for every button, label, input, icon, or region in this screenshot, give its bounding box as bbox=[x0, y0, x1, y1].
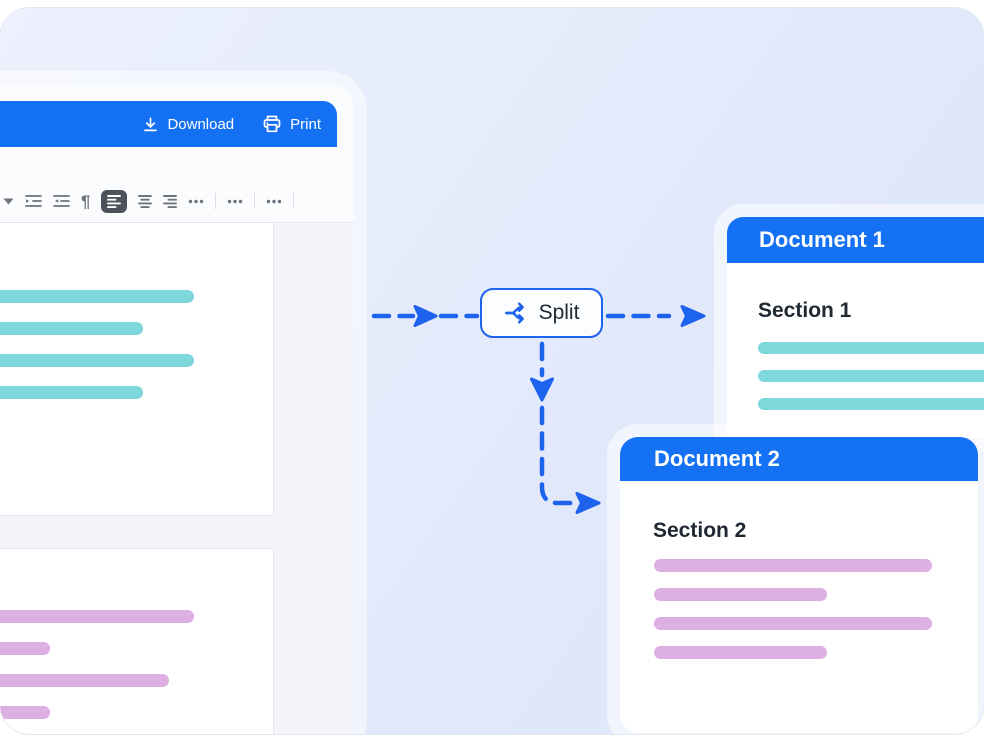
arrowhead-left bbox=[413, 305, 438, 327]
document-2-text-lines bbox=[654, 559, 932, 659]
text-line-bar bbox=[758, 370, 984, 382]
document-2-section-label: Section 2 bbox=[653, 519, 747, 542]
download-label: Download bbox=[167, 115, 235, 133]
download-icon bbox=[142, 116, 159, 133]
text-line-bar bbox=[0, 706, 50, 719]
print-label: Print bbox=[290, 115, 321, 133]
page-2-text-lines bbox=[0, 610, 194, 719]
caret-down-icon[interactable] bbox=[3, 189, 14, 213]
document-1-section-label: Section 1 bbox=[758, 299, 852, 322]
more-options-icon[interactable] bbox=[266, 189, 282, 213]
align-right-icon[interactable] bbox=[163, 189, 178, 213]
text-line-bar bbox=[758, 398, 984, 410]
print-icon bbox=[262, 115, 282, 133]
text-line-bar bbox=[0, 322, 143, 335]
more-options-icon[interactable] bbox=[227, 189, 243, 213]
background-panel: Download Print bbox=[0, 8, 984, 734]
align-center-icon[interactable] bbox=[138, 189, 153, 213]
text-line-bar bbox=[0, 354, 194, 367]
split-icon bbox=[504, 301, 529, 325]
split-button[interactable]: Split bbox=[480, 288, 603, 338]
arrowhead-down bbox=[530, 377, 554, 402]
pilcrow-icon[interactable]: ¶ bbox=[81, 191, 91, 211]
document-2-card: Document 2 Section 2 bbox=[620, 437, 978, 733]
toolbar-divider bbox=[293, 193, 295, 209]
indent-decrease-icon[interactable] bbox=[53, 189, 70, 213]
split-label: Split bbox=[538, 301, 580, 324]
document-1-title: Document 1 bbox=[759, 227, 885, 252]
editor-content-area bbox=[0, 222, 354, 734]
text-line-bar bbox=[0, 610, 194, 623]
text-line-bar bbox=[654, 617, 932, 630]
flow-arrows bbox=[371, 305, 706, 514]
text-line-bar bbox=[654, 559, 932, 572]
document-1-card: Document 1 Section 1 bbox=[727, 217, 984, 438]
toolbar-divider bbox=[254, 193, 256, 209]
editor-header: Download Print bbox=[0, 101, 337, 147]
source-page-1 bbox=[0, 222, 274, 516]
arrowhead-right bbox=[680, 305, 706, 327]
align-left-icon[interactable] bbox=[101, 189, 128, 213]
print-button[interactable]: Print bbox=[262, 115, 321, 133]
page-1-text-lines bbox=[0, 290, 194, 399]
document-2-title: Document 2 bbox=[654, 446, 780, 471]
indent-increase-icon[interactable] bbox=[25, 189, 42, 213]
text-line-bar bbox=[654, 588, 827, 601]
download-button[interactable]: Download bbox=[142, 116, 234, 133]
text-line-bar bbox=[758, 342, 984, 354]
editor-window: Download Print bbox=[0, 84, 354, 734]
more-options-icon[interactable] bbox=[188, 189, 204, 213]
source-page-2 bbox=[0, 548, 274, 734]
arrowhead-elbow bbox=[575, 492, 601, 514]
document-1-header: Document 1 bbox=[727, 217, 984, 263]
text-line-bar bbox=[654, 646, 827, 659]
text-line-bar bbox=[0, 386, 143, 399]
document-2-header: Document 2 bbox=[620, 437, 978, 481]
text-line-bar bbox=[0, 290, 194, 303]
text-line-bar bbox=[0, 674, 169, 687]
text-line-bar bbox=[0, 642, 50, 655]
toolbar-divider bbox=[215, 193, 217, 209]
document-1-text-lines bbox=[758, 342, 984, 410]
formatting-toolbar: ¶ bbox=[3, 186, 295, 216]
arrow-line-elbow bbox=[539, 405, 578, 506]
